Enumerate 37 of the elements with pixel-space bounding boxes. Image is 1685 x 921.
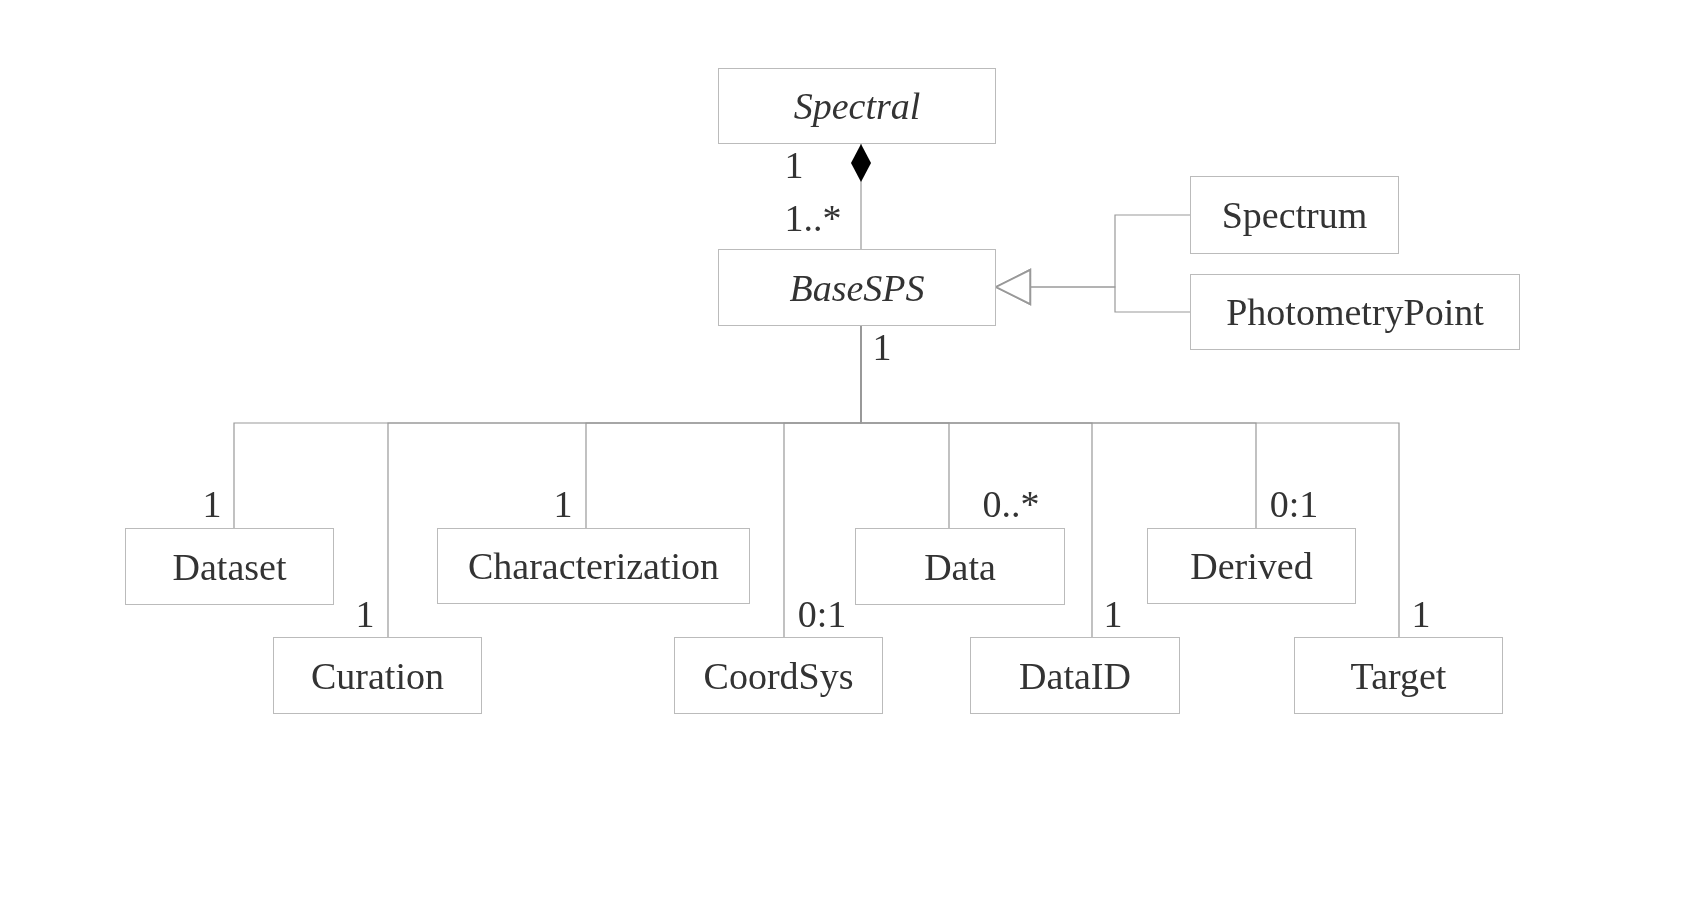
multiplicity-label: 1 bbox=[1411, 595, 1431, 633]
generalization-arrow bbox=[995, 268, 1191, 313]
class-name: Spectrum bbox=[1221, 196, 1368, 234]
class-box bbox=[674, 637, 883, 714]
class-box bbox=[125, 528, 334, 605]
class-box bbox=[1190, 176, 1399, 254]
class-box bbox=[1147, 528, 1356, 604]
class-box bbox=[273, 637, 482, 714]
class-name: Target bbox=[1350, 656, 1447, 695]
multiplicity-label: 1 bbox=[784, 146, 804, 184]
class-name: Derived bbox=[1190, 547, 1313, 585]
class-name: Characterization bbox=[467, 547, 720, 585]
multiplicity-label: 1..* bbox=[784, 199, 842, 237]
composition-line bbox=[851, 143, 871, 250]
class-box bbox=[1294, 637, 1503, 714]
class-box bbox=[437, 528, 750, 604]
multiplicity-label: 1 bbox=[1103, 595, 1123, 633]
multiplicity-label: 1 bbox=[355, 595, 375, 633]
multiplicity-label: 1 bbox=[553, 485, 573, 523]
multiplicity-label: 0:1 bbox=[797, 595, 847, 633]
class-name: DataID bbox=[1019, 656, 1131, 695]
class-name: PhotometryPoint bbox=[1226, 293, 1484, 331]
class-name: Spectral bbox=[793, 87, 921, 125]
class-box bbox=[1190, 274, 1520, 350]
class-box bbox=[718, 249, 996, 326]
class-name: CoordSys bbox=[703, 656, 854, 695]
multiplicity-label: 1 bbox=[202, 485, 222, 523]
class-name: Curation bbox=[311, 656, 444, 695]
class-box bbox=[718, 68, 996, 144]
multiplicity-label: 1 bbox=[872, 328, 892, 366]
class-name: BaseSPS bbox=[789, 268, 925, 307]
class-name: Data bbox=[924, 547, 996, 586]
class-box bbox=[855, 528, 1065, 605]
multiplicity-label: 0..* bbox=[982, 485, 1040, 523]
class-name: Dataset bbox=[172, 547, 287, 586]
multiplicity-label: 0:1 bbox=[1269, 485, 1319, 523]
class-box bbox=[970, 637, 1180, 714]
